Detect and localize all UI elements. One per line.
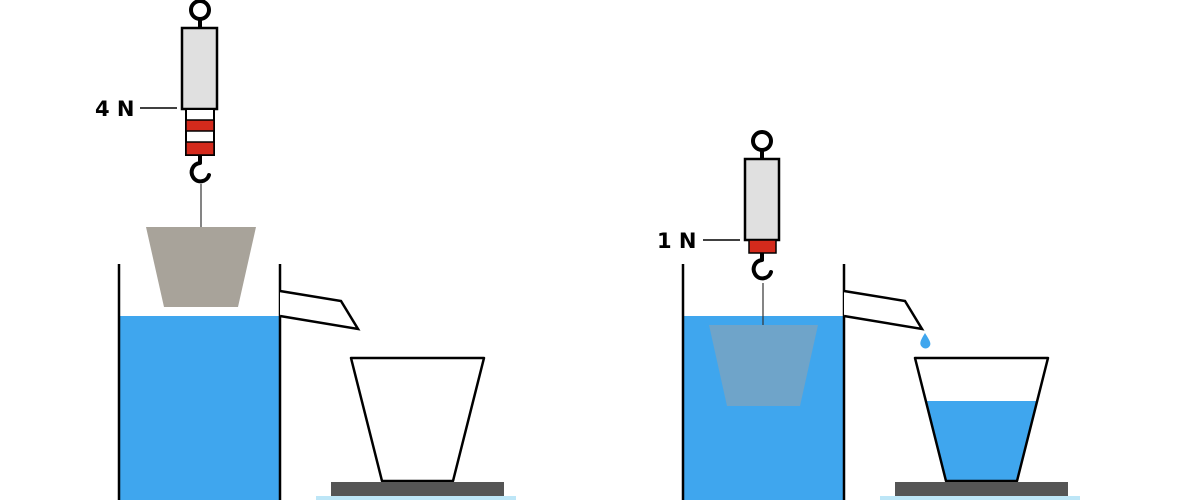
right-catch-beaker-glass <box>913 356 1050 483</box>
left-scale-platform <box>331 482 504 500</box>
left-scale-top-ring <box>189 0 211 21</box>
right-reading-label: 1 N <box>657 229 697 253</box>
left-scale-hook-icon <box>189 161 211 184</box>
left-overflow-container <box>117 264 361 500</box>
right-scale-extension <box>748 239 777 254</box>
left-reading-label: 4 N <box>95 97 135 121</box>
left-setup: 4 N <box>95 0 516 500</box>
right-scale-body <box>743 157 781 242</box>
left-container-water <box>120 316 280 500</box>
right-scale-hook-icon <box>751 258 773 281</box>
right-overflow-spout <box>843 289 925 331</box>
left-ground-strip <box>316 496 516 500</box>
right-scale-platform <box>895 482 1068 500</box>
right-spring-scale: 1 N <box>657 130 781 281</box>
left-spring-scale: 4 N <box>95 0 219 184</box>
right-catch-beaker-water <box>927 401 1038 481</box>
right-overflow-container <box>681 264 931 500</box>
right-catch-beaker <box>913 356 1050 483</box>
left-overflow-spout <box>279 289 361 331</box>
left-catch-beaker-glass <box>349 356 486 483</box>
left-scale-body <box>180 26 219 111</box>
right-ground-strip <box>880 496 1080 500</box>
left-catch-beaker <box>349 356 486 483</box>
right-setup: 1 N <box>657 130 1080 500</box>
left-object <box>146 227 256 307</box>
right-scale-top-ring <box>751 130 773 152</box>
left-scale-extension <box>185 108 215 156</box>
water-drop-icon <box>920 333 931 349</box>
right-submerged-object <box>709 325 818 406</box>
